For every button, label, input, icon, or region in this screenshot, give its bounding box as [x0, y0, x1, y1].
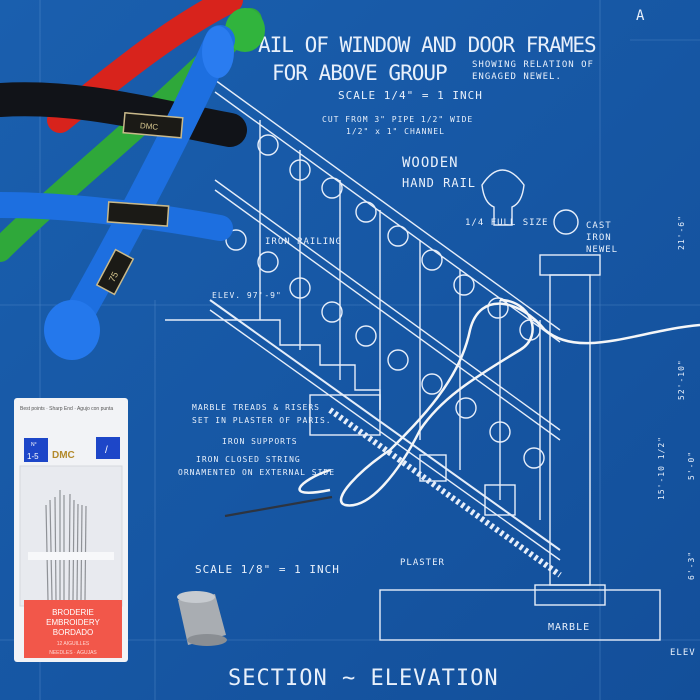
pack-line2: EMBROIDERY — [46, 618, 100, 627]
pack-top-text: Best points · Sharp End · Agujo con punt… — [20, 406, 113, 412]
hand-rail-label: HAND RAIL — [402, 176, 476, 190]
blueprint-annotations: AIL OF WINDOW AND DOOR FRAMES FOR ABOVE … — [178, 8, 696, 691]
elev-right-label: ELEV — [670, 648, 696, 658]
black-skein — [0, 82, 247, 147]
svg-text:5'-0": 5'-0" — [687, 451, 696, 480]
svg-text:21'-6": 21'-6" — [677, 215, 686, 250]
pack-needles: NEEDLES · AGUJAS — [49, 650, 97, 656]
ornamented-label: ORNAMENTED ON EXTERNAL SIDE — [178, 468, 335, 477]
skein-band — [106, 201, 170, 227]
title-line2: FOR ABOVE GROUP — [272, 61, 447, 85]
railing-drawing — [165, 79, 661, 641]
pack-line3: BORDADO — [53, 628, 93, 637]
needle — [224, 495, 333, 518]
skein-brand: DMC — [140, 121, 159, 132]
svg-text:52'-10": 52'-10" — [677, 359, 686, 400]
full-size-label: 1/4 FULL SIZE — [465, 218, 548, 228]
pack-no-label: N° — [31, 442, 37, 448]
section-elevation-title: SECTION ~ ELEVATION — [228, 666, 499, 691]
wooden-label: WOODEN — [402, 155, 459, 171]
title-line1: AIL OF WINDOW AND DOOR FRAMES — [258, 33, 596, 57]
svg-text:/: / — [105, 445, 108, 456]
iron-supports-label: IRON SUPPORTS — [222, 437, 298, 446]
white-thread — [298, 298, 700, 507]
cut-note1: CUT FROM 3" PIPE 1/2" WIDE — [322, 115, 473, 124]
pack-sizes: 1-5 — [27, 452, 39, 461]
pack-line1: BRODERIE — [52, 608, 94, 617]
corner-a-label: A — [636, 8, 645, 24]
cast-label: CAST — [586, 221, 612, 231]
skein-number: 75 — [107, 270, 121, 284]
thread-skeins: DMC 75 — [0, 0, 265, 360]
title-note2: ENGAGED NEWEL. — [472, 72, 562, 82]
marble-label: MARBLE — [548, 622, 590, 633]
scale-top: SCALE 1/4" = 1 INCH — [338, 89, 483, 102]
marble-treads-label: MARBLE TREADS & RISERS — [192, 403, 320, 412]
title-note1: SHOWING RELATION OF — [472, 60, 594, 70]
dimension-labels: 21'-6" 52'-10" 15'-10 1/2" 5'-0" 6'-3" — [657, 215, 696, 580]
elev-97-label: ELEV. 97'-9" — [212, 291, 282, 300]
thimble — [177, 591, 227, 646]
pack-count: 12 AIGUILLES — [57, 641, 90, 647]
plaster-label: PLASTER — [400, 558, 445, 568]
pack-brand: DMC — [52, 450, 75, 461]
newel-label: NEWEL — [586, 245, 618, 255]
skein-band — [95, 248, 135, 296]
needle-pack: Best points · Sharp End · Agujo con punt… — [14, 398, 128, 662]
skein-band — [122, 111, 184, 139]
iron-railing-label: IRON RAILING — [265, 237, 342, 247]
cut-note2: 1/2" x 1" CHANNEL — [346, 127, 445, 136]
iron-closed-string-label: IRON CLOSED STRING — [196, 455, 301, 464]
svg-text:15'-10 1/2": 15'-10 1/2" — [657, 436, 666, 500]
svg-text:6'-3": 6'-3" — [687, 551, 696, 580]
scale-bottom: SCALE 1/8" = 1 INCH — [195, 563, 340, 576]
blue-skein-diagonal — [55, 25, 235, 345]
iron-label: IRON — [586, 233, 612, 243]
set-in-plaster-label: SET IN PLASTER OF PARIS. — [192, 416, 332, 425]
